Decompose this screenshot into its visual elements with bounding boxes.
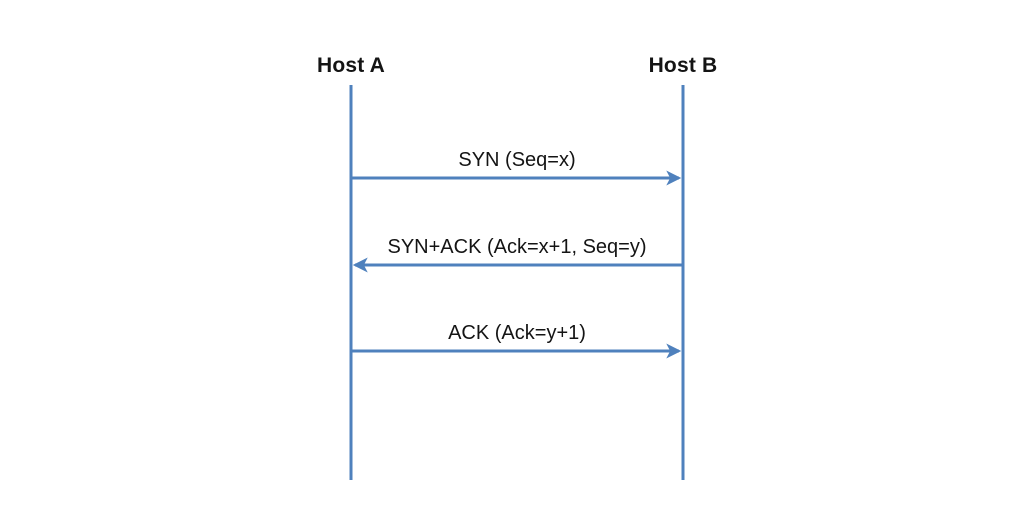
host-b-label: Host B <box>648 54 718 77</box>
message-label-syn-ack: SYN+ACK (Ack=x+1, Seq=y) <box>387 236 647 258</box>
message-label-syn: SYN (Seq=x) <box>458 149 576 171</box>
host-a-label: Host A <box>316 54 386 77</box>
message-label-ack: ACK (Ack=y+1) <box>448 322 586 344</box>
